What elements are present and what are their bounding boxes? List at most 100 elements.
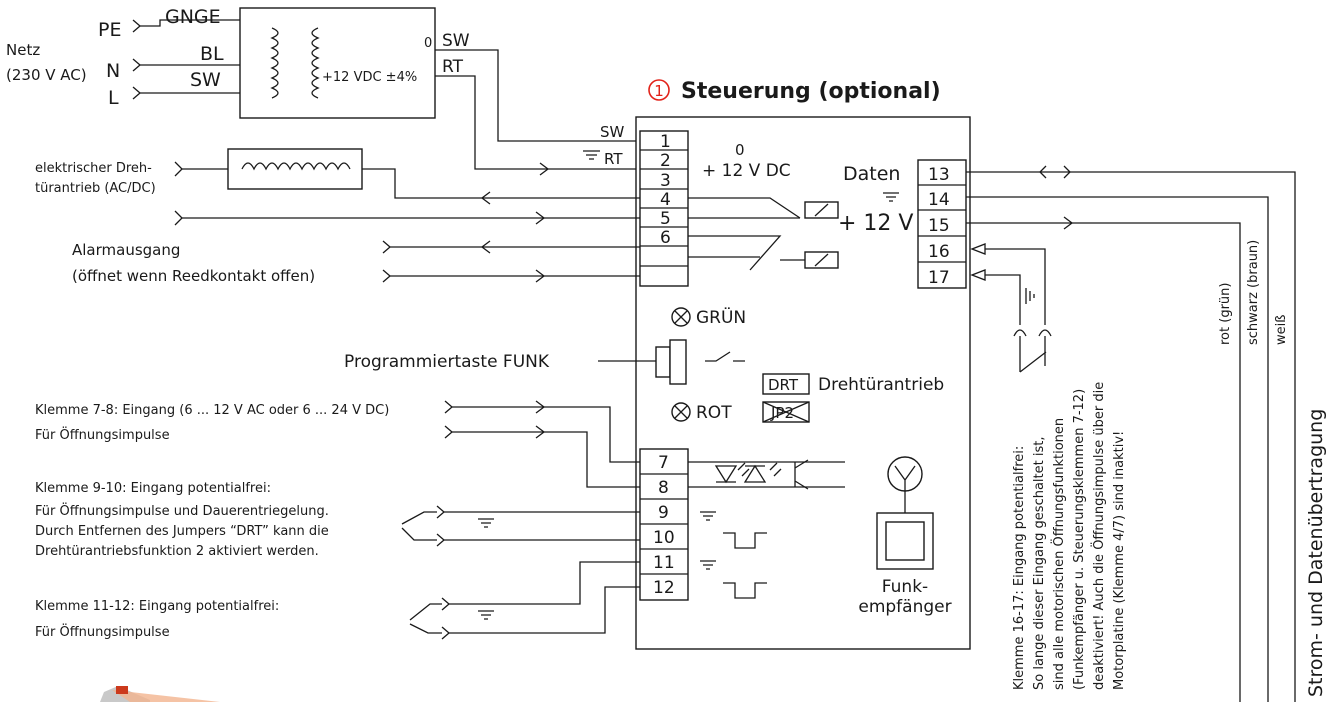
sw-in-label: SW xyxy=(190,69,221,91)
k1112-connectors xyxy=(441,597,450,640)
n-connector xyxy=(132,58,141,72)
terminal-1: 1 xyxy=(660,132,671,152)
t4-connector xyxy=(174,210,183,226)
ground-icon xyxy=(700,560,716,570)
opto-diode-1 xyxy=(714,465,738,484)
relay-switch-2 xyxy=(688,235,782,271)
k78-label-2: Für Öffnungsimpulse xyxy=(35,426,170,443)
arrow-right-icon xyxy=(535,269,546,283)
relay-coil-2-slash xyxy=(814,253,829,267)
drive-label-2: türantrieb (AC/DC) xyxy=(35,181,156,196)
radio-receiver: Funk- empfänger xyxy=(858,456,952,617)
l-label: L xyxy=(108,87,119,109)
terminal-9: 9 xyxy=(658,503,669,523)
prog-button-icon[interactable] xyxy=(655,346,671,378)
opto-rays-1 xyxy=(737,462,750,477)
terminal-strip-right: 13 14 15 16 17 xyxy=(917,159,967,289)
k17-wire xyxy=(970,269,1021,325)
transformer-zero-label: 0 xyxy=(424,36,432,51)
terminal-strip-lower: 7 8 9 10 11 12 xyxy=(639,448,689,601)
ground-icon xyxy=(1025,288,1035,304)
plus12v-label: + 12 V xyxy=(838,211,913,236)
title-number: 1 xyxy=(654,82,664,100)
rt-output-wire xyxy=(435,75,640,170)
terminal-2: 2 xyxy=(660,151,671,171)
k1617-line-3: sind alle motorischen Öffnungsfunktionen xyxy=(1050,418,1067,690)
k910-wires xyxy=(444,511,640,541)
jp2-cross-b xyxy=(762,401,810,423)
bl-label: BL xyxy=(200,43,224,65)
terminal-3: 3 xyxy=(660,171,671,191)
pe-label: PE xyxy=(98,19,121,41)
k1617-line-2: So lange dieser Eingang geschaltet ist, xyxy=(1032,437,1047,690)
k910-label-3: Durch Entfernen des Jumpers “DRT” kann d… xyxy=(35,524,329,539)
alarm-label-2: (öffnet wenn Reedkontakt offen) xyxy=(72,267,315,285)
terminal-strip-left: 1 2 3 4 5 6 xyxy=(639,130,689,287)
k1617-switch-icon xyxy=(1019,336,1047,373)
product-photo xyxy=(100,686,220,702)
pe-connector xyxy=(132,19,141,33)
funk-label-1: Funk- xyxy=(882,577,928,597)
pe-wire xyxy=(140,19,240,27)
power-wire xyxy=(966,222,1241,702)
k910-label-2: Für Öffnungsimpulse und Dauerentriegelun… xyxy=(35,502,329,519)
page-title: 1 Steuerung (optional) xyxy=(648,79,941,104)
relay-switch-1 xyxy=(688,197,801,219)
k910-label-4: Drehtürantriebsfunktion 2 aktiviert werd… xyxy=(35,544,319,559)
k1112-label-2: Für Öffnungsimpulse xyxy=(35,623,170,640)
transformer-output-label: +12 VDC ±4% xyxy=(322,70,417,85)
rot-led-cross xyxy=(674,405,688,419)
netz-voltage: (230 V AC) xyxy=(6,66,87,84)
k7-wire xyxy=(452,406,640,463)
alarm-wires xyxy=(390,246,640,277)
ground-icon xyxy=(478,518,494,528)
drehtuer-label: Drehtürantrieb xyxy=(818,375,944,395)
terminal-13: 13 xyxy=(928,165,950,185)
prog-button-body[interactable] xyxy=(669,339,687,385)
netz-label: Netz xyxy=(6,41,40,59)
terminal-14: 14 xyxy=(928,190,950,210)
out-rt-label: RT xyxy=(442,57,464,77)
data-arrows-icon xyxy=(1039,165,1071,179)
terminal-7: 7 xyxy=(658,453,669,473)
k78-label-1: Klemme 7-8: Eingang (6 ... 12 V AC oder … xyxy=(35,403,389,418)
power-section: Netz (230 V AC) PE N L GNGE BL SW +12 VD… xyxy=(6,6,640,170)
controller-sw-label: SW xyxy=(600,123,625,141)
pulse-icon-2 xyxy=(723,582,767,599)
title-text: Steuerung (optional) xyxy=(681,79,941,104)
terminal-4: 4 xyxy=(660,190,671,210)
k1617-line-6: Motorplatine (Klemme 4/7) sind inaktiv! xyxy=(1112,431,1127,690)
ground-icon xyxy=(478,610,494,620)
drt-jumper xyxy=(762,373,810,395)
controller-rt-label: RT xyxy=(604,150,623,168)
ground-icon xyxy=(700,511,716,521)
opto-rays-2 xyxy=(769,462,782,477)
primary-coil-icon xyxy=(270,27,279,99)
arrow-right-icon xyxy=(535,400,546,414)
daten-label: Daten xyxy=(843,163,900,185)
arrow-right-icon xyxy=(535,211,546,225)
zero-label: 0 xyxy=(735,141,745,159)
relay-coil-1-slash xyxy=(814,203,829,217)
k910-label-1: Klemme 9-10: Eingang potentialfrei: xyxy=(35,481,271,496)
arrow-right-icon xyxy=(539,162,550,176)
receiver-box-inner xyxy=(885,521,925,561)
k1617-notes: Klemme 16-17: Eingang potentialfrei: So … xyxy=(1012,382,1127,690)
rot-label: ROT xyxy=(696,403,732,423)
arrow-right-icon xyxy=(535,425,546,439)
k8-wire xyxy=(452,431,640,488)
terminal-block-13-17 xyxy=(917,159,967,289)
k1617-line-4: (Funkempfänger u. Steuerungsklemmen 7-12… xyxy=(1072,389,1087,690)
terminal-11: 11 xyxy=(653,553,675,573)
ground-wire xyxy=(966,196,1269,702)
terminal-16: 16 xyxy=(928,242,950,262)
opto-diode-2 xyxy=(743,464,767,483)
drt-label: DRT xyxy=(768,376,799,394)
ground-icon xyxy=(883,192,899,202)
k1617-line-5: deaktiviert! Auch die Öffnungsimpulse üb… xyxy=(1090,382,1107,690)
k910-connectors xyxy=(436,505,445,547)
secondary-coil-icon xyxy=(311,27,320,99)
opto-transistor xyxy=(794,459,809,490)
terminal-10: 10 xyxy=(653,528,675,548)
